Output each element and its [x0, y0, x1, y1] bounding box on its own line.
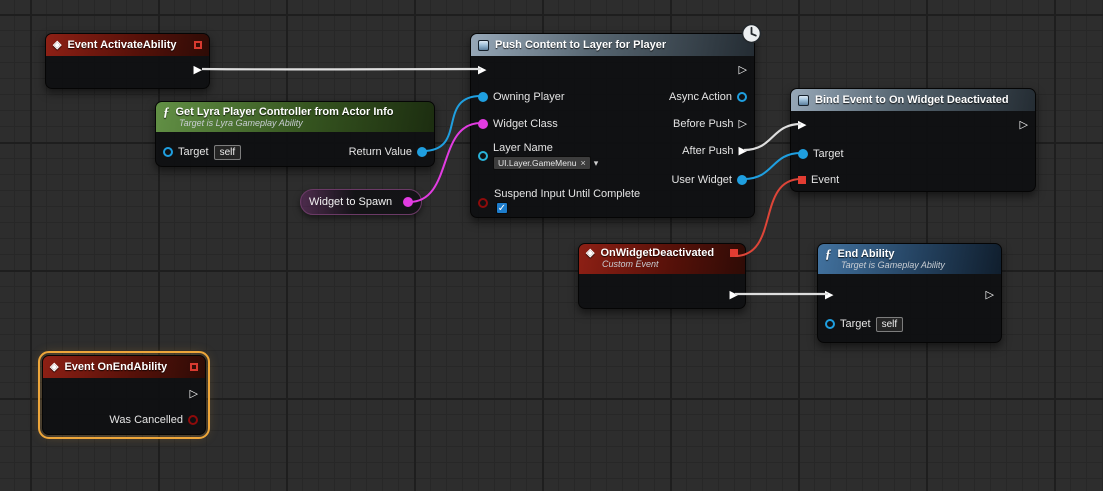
node-get-lyra-player-controller[interactable]: ƒ Get Lyra Player Controller from Actor …: [155, 101, 435, 167]
event-delegate-pin[interactable]: [798, 176, 806, 184]
async-node-icon: [478, 39, 489, 51]
target-self-input[interactable]: self: [213, 144, 242, 160]
event-icon: ◈: [50, 360, 59, 373]
exec-out-pin[interactable]: ▷: [738, 64, 747, 76]
node-event-on-end-ability[interactable]: ◈ Event OnEndAbility ▷ Was Cancelled: [38, 351, 210, 439]
delegate-pin[interactable]: [190, 363, 198, 371]
pin-label: Return Value: [348, 146, 412, 158]
node-widget-to-spawn-variable[interactable]: Widget to Spawn: [300, 189, 422, 215]
node-on-widget-deactivated[interactable]: ◈ OnWidgetDeactivated Custom Event ▶: [578, 243, 746, 309]
node-title: Event ActivateAbility: [67, 39, 177, 51]
node-header[interactable]: Push Content to Layer for Player: [471, 34, 754, 56]
node-subtitle: Target is Lyra Gameplay Ability: [179, 118, 303, 128]
suspend-input-checkbox[interactable]: ✓: [496, 202, 508, 214]
pin-label: Target: [178, 146, 209, 158]
function-icon: ƒ: [163, 104, 170, 119]
pin-label: After Push: [682, 145, 734, 157]
exec-out-pin[interactable]: ▷: [1019, 119, 1028, 131]
node-header[interactable]: ƒ End Ability Target is Gameplay Ability: [818, 244, 1001, 274]
owning-player-pin[interactable]: [478, 92, 488, 102]
async-action-pin[interactable]: [737, 92, 747, 102]
exec-out-pin[interactable]: ▷: [985, 289, 994, 301]
pin-label: User Widget: [671, 174, 732, 186]
widget-class-out-pin[interactable]: [403, 197, 413, 207]
node-bind-event-on-widget-deactivated[interactable]: Bind Event to On Widget Deactivated ▶ ▷ …: [790, 88, 1036, 192]
node-end-ability[interactable]: ƒ End Ability Target is Gameplay Ability…: [817, 243, 1002, 343]
gameplay-tag-combo[interactable]: UI.Layer.GameMenu ×: [493, 156, 591, 170]
dropdown-chevron-icon[interactable]: ▾: [593, 157, 599, 168]
node-title: End Ability: [837, 247, 895, 260]
latent-clock-icon: [741, 23, 762, 44]
combo-value: UI.Layer.GameMenu: [498, 158, 577, 168]
pin-label: Suspend Input Until Complete: [494, 188, 641, 200]
node-event-activate-ability[interactable]: ◈ Event ActivateAbility ▶: [45, 33, 210, 89]
node-subtitle: Custom Event: [602, 259, 659, 269]
event-icon: ◈: [53, 38, 62, 51]
pin-label: Target: [813, 148, 844, 160]
node-header[interactable]: ◈ OnWidgetDeactivated Custom Event: [579, 244, 745, 274]
delegate-out-pin[interactable]: [730, 249, 738, 257]
target-pin[interactable]: [798, 149, 808, 159]
clear-tag-icon[interactable]: ×: [580, 158, 586, 168]
pin-label: Event: [811, 174, 840, 186]
node-subtitle: Target is Gameplay Ability: [841, 260, 945, 270]
exec-out-pin[interactable]: ▶: [193, 64, 202, 76]
pin-label: Before Push: [672, 118, 734, 130]
variable-title: Widget to Spawn: [309, 196, 393, 208]
node-title: Push Content to Layer for Player: [495, 39, 667, 51]
exec-in-pin[interactable]: ▶: [478, 64, 487, 76]
exec-in-pin[interactable]: ▶: [825, 289, 834, 301]
bind-node-icon: [798, 94, 809, 106]
node-header[interactable]: ◈ Event ActivateAbility: [46, 34, 209, 56]
pin-label: Async Action: [669, 91, 732, 103]
pin-label: Widget Class: [493, 118, 558, 130]
target-self-input[interactable]: self: [875, 316, 904, 332]
pin-label: Owning Player: [493, 91, 565, 103]
node-title: OnWidgetDeactivated: [600, 247, 715, 259]
exec-out-pin[interactable]: ▶: [729, 289, 738, 301]
node-title: Bind Event to On Widget Deactivated: [815, 94, 1009, 106]
node-header[interactable]: Bind Event to On Widget Deactivated: [791, 89, 1035, 111]
pin-label: Was Cancelled: [109, 414, 183, 426]
delegate-pin[interactable]: [194, 41, 202, 49]
after-push-exec-pin[interactable]: ▶: [738, 145, 747, 157]
layer-name-pin[interactable]: [478, 151, 488, 161]
pin-label: Layer Name: [493, 142, 553, 154]
node-title: Event OnEndAbility: [64, 361, 168, 373]
event-icon: ◈: [586, 246, 595, 259]
was-cancelled-pin[interactable]: [188, 415, 198, 425]
node-push-content-to-layer[interactable]: Push Content to Layer for Player ▶ Ownin…: [470, 23, 762, 218]
suspend-input-pin[interactable]: [478, 198, 488, 208]
target-pin[interactable]: [163, 147, 173, 157]
target-pin[interactable]: [825, 319, 835, 329]
node-header[interactable]: ƒ Get Lyra Player Controller from Actor …: [156, 102, 434, 132]
function-icon: ƒ: [825, 246, 832, 261]
exec-in-pin[interactable]: ▶: [798, 119, 807, 131]
return-value-pin[interactable]: [417, 147, 427, 157]
user-widget-pin[interactable]: [737, 175, 747, 185]
exec-out-pin[interactable]: ▷: [189, 388, 198, 400]
node-header[interactable]: ◈ Event OnEndAbility: [43, 356, 205, 378]
node-title: Get Lyra Player Controller from Actor In…: [175, 105, 394, 118]
widget-class-pin[interactable]: [478, 119, 488, 129]
pin-label: Target: [840, 318, 871, 330]
before-push-exec-pin[interactable]: ▷: [738, 118, 747, 130]
